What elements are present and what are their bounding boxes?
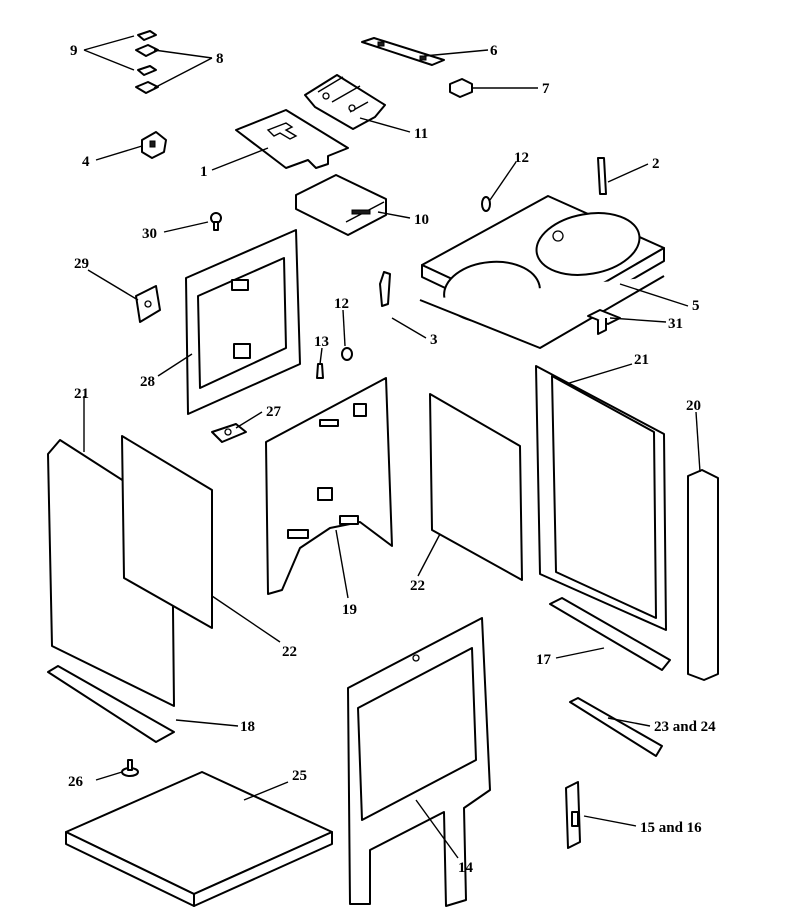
- callout-10: 10: [414, 212, 429, 228]
- callout-28: 28: [140, 374, 155, 390]
- callout-26: 26: [68, 774, 84, 790]
- part-6-strip: [361, 37, 445, 66]
- callout-11: 11: [414, 126, 428, 142]
- part-18-rail: [47, 665, 175, 743]
- part-27-bracket: [211, 423, 247, 443]
- part-clips-8-9: [135, 30, 159, 94]
- callout-13: 13: [314, 334, 329, 350]
- part-2-rod: [597, 157, 607, 195]
- callout-22-right: 22: [410, 578, 425, 594]
- callout-12-lower: 12: [334, 296, 349, 312]
- callout-15-16: 15 and 16: [640, 820, 702, 836]
- callout-19: 19: [342, 602, 357, 618]
- callout-5: 5: [692, 298, 700, 314]
- callout-4: 4: [82, 154, 90, 170]
- part-10-bracket: [295, 174, 387, 236]
- part-22-side-liner-left: [121, 435, 213, 629]
- callout-14: 14: [458, 860, 474, 876]
- part-22-side-liner-right: [429, 393, 523, 581]
- part-11-hinge: [304, 74, 386, 130]
- part-5-cooktop: [419, 195, 665, 349]
- part-12-grommet-lower: [341, 347, 353, 361]
- part-20-trim-strip: [687, 469, 719, 681]
- part-17-rail: [549, 597, 671, 671]
- part-4-bracket: [141, 131, 167, 159]
- part-29-bracket: [135, 285, 161, 323]
- part-21-side-panel-right: [535, 365, 667, 631]
- callout-18: 18: [240, 719, 255, 735]
- callout-30: 30: [142, 226, 157, 242]
- callout-29: 29: [74, 256, 89, 272]
- callout-21-left: 21: [74, 386, 89, 402]
- callout-23-24: 23 and 24: [654, 719, 716, 735]
- callout-27: 27: [266, 404, 282, 420]
- callout-1: 1: [200, 164, 208, 180]
- part-12-grommet-top: [481, 196, 491, 212]
- callout-3: 3: [430, 332, 438, 348]
- part-15-16-bracket: [565, 781, 581, 849]
- leader-lines: [83, 35, 701, 859]
- callout-8: 8: [216, 51, 224, 67]
- callout-21-right: 21: [634, 352, 649, 368]
- part-7-block: [449, 78, 473, 98]
- callout-25: 25: [292, 768, 307, 784]
- callout-12-top: 12: [514, 150, 529, 166]
- callout-7: 7: [542, 81, 550, 97]
- part-26-foot: [121, 759, 139, 777]
- callout-20: 20: [686, 398, 701, 414]
- part-14-front-frame: [347, 617, 491, 907]
- part-19-rear-panel: [265, 377, 393, 595]
- part-30-screw: [210, 212, 222, 231]
- callout-labels: 9 8 4 1 6 7 11 10 12 2 5 31 3 30 29 28 1…: [68, 43, 716, 876]
- part-13-screw: [316, 363, 324, 379]
- part-1-plate: [235, 109, 349, 169]
- callout-9: 9: [70, 43, 78, 59]
- callout-6: 6: [490, 43, 498, 59]
- part-28-inner-panel: [185, 229, 301, 415]
- part-23-24-rail: [569, 697, 663, 757]
- part-25-drawer-tray: [65, 771, 333, 907]
- callout-22-left: 22: [282, 644, 297, 660]
- callout-2: 2: [652, 156, 660, 172]
- callout-31: 31: [668, 316, 683, 332]
- part-31-bracket: [587, 309, 621, 335]
- callout-17: 17: [536, 652, 552, 668]
- part-3-clip: [379, 271, 391, 307]
